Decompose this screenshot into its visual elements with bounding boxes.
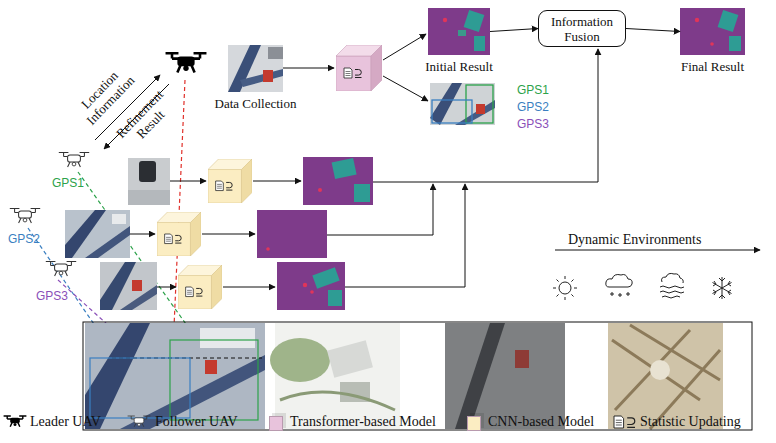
cnn-model-icon (208, 159, 252, 203)
follower-photo (128, 158, 170, 205)
legend-text: Statistic Updating (640, 414, 741, 430)
follower-uav-icon (46, 262, 76, 276)
follower-uav-icon (128, 416, 151, 427)
process-box: Information Fusion (538, 10, 626, 47)
leader-uav-icon (166, 53, 207, 72)
gps-label: GPS3 (517, 117, 549, 132)
gps-label: GPS2 (8, 232, 40, 247)
statistic-updating-icon (614, 416, 635, 428)
legend-text: Transformer-based Model (290, 414, 436, 430)
segmentation-map (257, 210, 327, 258)
gps-label: GPS1 (52, 176, 84, 191)
follower-photo (65, 210, 130, 258)
result-node: Initial Result (428, 8, 490, 55)
node-caption: Data Collection (215, 96, 297, 111)
flow-connector (626, 29, 680, 32)
legend-text: Leader UAV (30, 414, 101, 430)
segmentation-map (428, 8, 490, 55)
flow-connector (490, 29, 538, 32)
node-caption: Initial Result (425, 59, 493, 74)
detection-photo (430, 83, 495, 125)
gps-label: GPS1 (517, 83, 549, 98)
cnn-model-icon (178, 265, 222, 309)
segmentation-map (680, 8, 745, 55)
legend-text: Follower UAV (155, 414, 238, 430)
leader-uav-icon (4, 416, 27, 427)
legend-swatch (467, 416, 481, 431)
annotation-label: Dynamic Environments (568, 232, 701, 247)
segmentation-map (303, 157, 373, 205)
result-node: Final Result (680, 8, 745, 55)
node-caption: Final Result (681, 59, 744, 74)
environment-panel (83, 322, 752, 430)
transformer-model-icon (336, 45, 382, 91)
legend-swatch (269, 416, 283, 431)
follower-uav-icon (59, 153, 89, 167)
follower-photo (100, 262, 157, 310)
legend-text: CNN-based Model (488, 414, 594, 430)
segmentation-map (277, 262, 345, 310)
leader-photo (228, 45, 283, 92)
node-text: Information Fusion (545, 14, 619, 44)
flow-arrow (95, 34, 760, 287)
follower-uav-icon (10, 209, 40, 223)
weather-icons (553, 273, 732, 300)
photo-node: Data Collection (228, 45, 283, 92)
gps-label: GPS2 (517, 100, 549, 115)
cnn-model-icon (157, 212, 201, 256)
gps-label: GPS3 (36, 289, 68, 304)
